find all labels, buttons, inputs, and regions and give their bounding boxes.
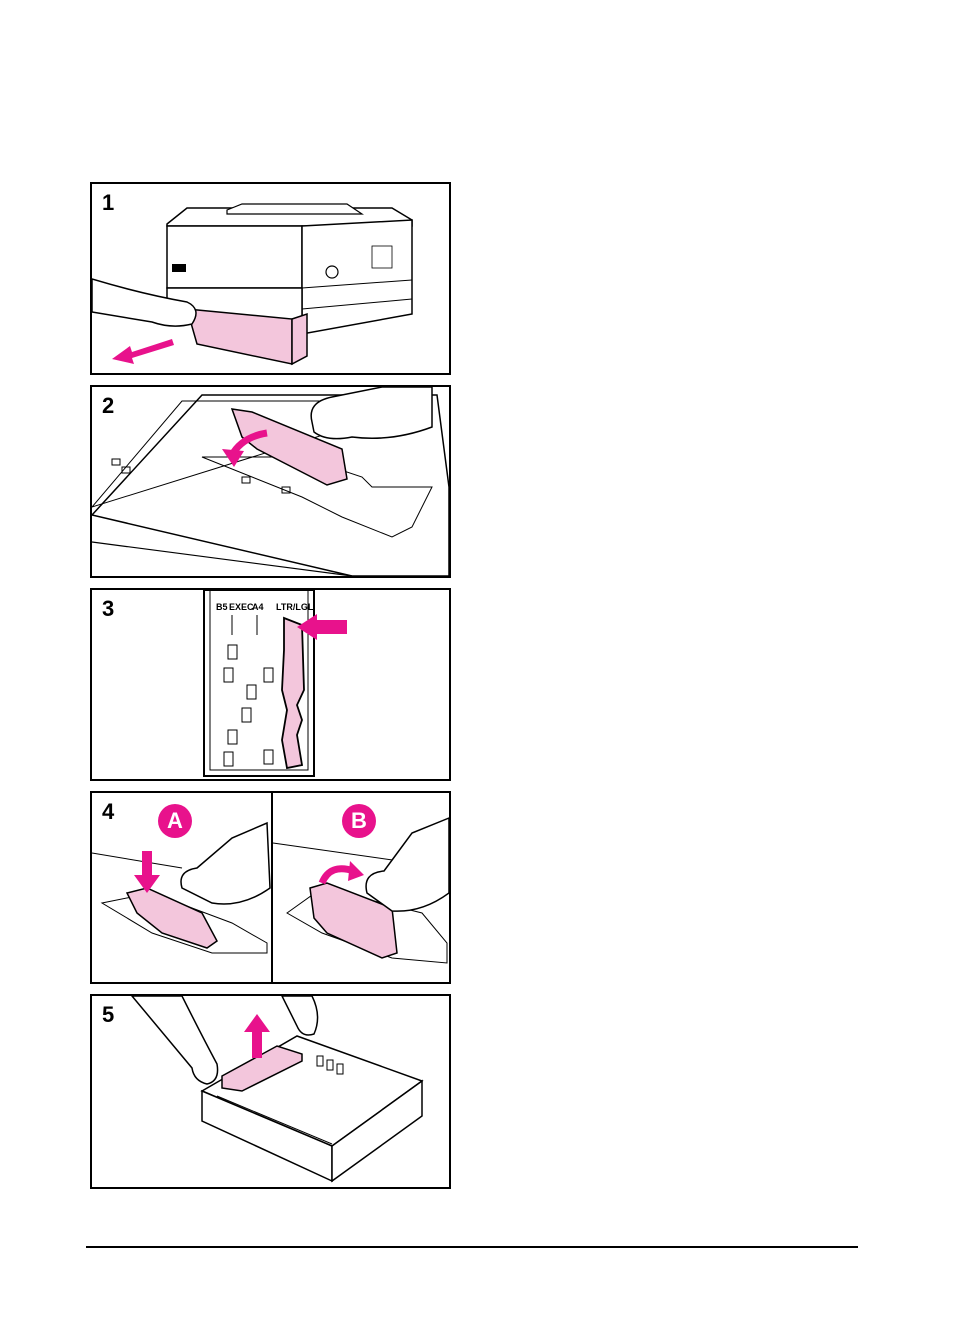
printer-tray-removal-illustration	[92, 184, 449, 373]
step-number: 2	[102, 393, 114, 419]
step-number: 5	[102, 1002, 114, 1028]
footer-rule	[86, 1246, 858, 1248]
step-3-panel: 3 B5 EXEC A4 LTR/LGL	[90, 588, 451, 781]
size-label-b5: B5	[216, 602, 228, 612]
size-label-exec: EXEC	[229, 602, 254, 612]
step-2-panel: 2	[90, 385, 451, 578]
size-label-a4: A4	[252, 602, 264, 612]
step-5-panel: 5	[90, 994, 451, 1189]
sub-step-divider	[271, 793, 273, 982]
guide-removal-illustration	[92, 387, 449, 576]
step-number: 3	[102, 596, 114, 622]
size-label-ltr-lgl: LTR/LGL	[276, 602, 314, 612]
step-1-panel: 1	[90, 182, 451, 375]
tray-guide-adjust-illustration	[92, 996, 449, 1187]
step-4-panel: 4 A B	[90, 791, 451, 984]
step-number: 4	[102, 799, 114, 825]
sub-step-b-label: B	[342, 804, 376, 838]
step-number: 1	[102, 190, 114, 216]
size-setting-illustration: B5 EXEC A4 LTR/LGL	[92, 590, 449, 779]
sub-step-a-label: A	[158, 804, 192, 838]
